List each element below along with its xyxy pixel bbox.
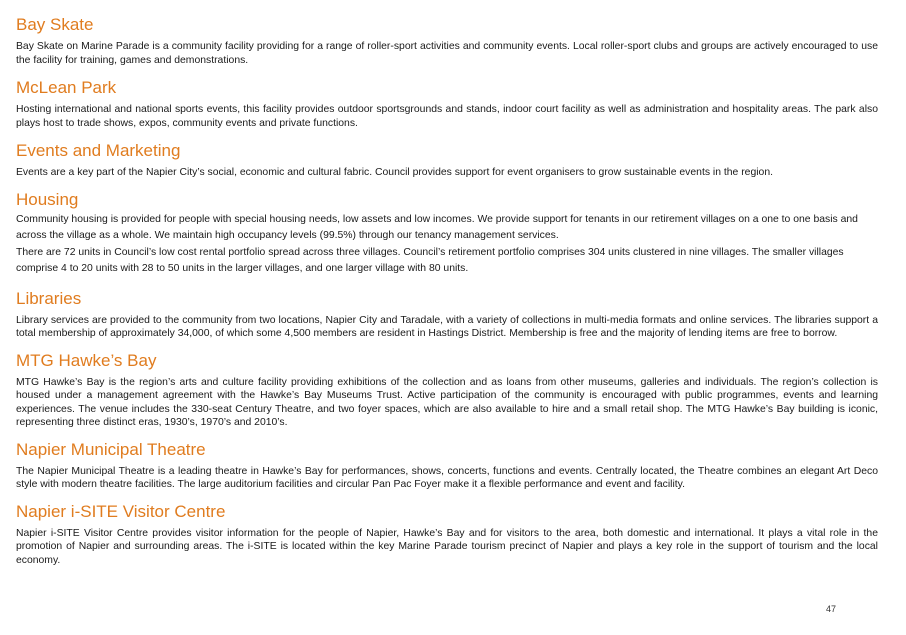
section-paragraph: Community housing is provided for people… — [16, 213, 858, 242]
section-heading: MTG Hawke’s Bay — [16, 350, 157, 370]
section-napier-municipal-theatre: Napier Municipal Theatre The Napier Muni… — [16, 439, 878, 492]
section-heading: Libraries — [16, 288, 82, 308]
section-paragraph: Napier i-SITE Visitor Centre provides vi… — [16, 527, 878, 566]
section-heading: Housing — [16, 189, 79, 209]
section-bay-skate: Bay Skate Bay Skate on Marine Parade is … — [16, 14, 878, 67]
section-paragraph: There are 72 units in Council’s low cost… — [16, 246, 844, 275]
section-paragraph: Events are a key part of the Napier City… — [16, 167, 773, 178]
section-housing: Housing Community housing is provided fo… — [16, 189, 878, 278]
section-heading: Bay Skate — [16, 15, 94, 34]
document-page: Bay Skate Bay Skate on Marine Parade is … — [16, 14, 878, 567]
section-events-and-marketing: Events and Marketing Events are a key pa… — [16, 140, 878, 180]
section-paragraph: Hosting international and national sport… — [16, 104, 878, 129]
page-number: 47 — [825, 604, 836, 614]
section-mclean-park: McLean Park Hosting international and na… — [16, 77, 878, 130]
section-heading: Napier i-SITE Visitor Centre — [16, 501, 226, 521]
section-paragraph: Bay Skate on Marine Parade is a communit… — [16, 41, 878, 66]
section-heading: Napier Municipal Theatre — [16, 439, 206, 459]
section-napier-isite-visitor-centre: Napier i-SITE Visitor Centre Napier i-SI… — [16, 501, 878, 568]
section-paragraph: Library services are provided to the com… — [16, 314, 878, 340]
section-libraries: Libraries Library services are provided … — [16, 288, 878, 341]
section-heading: Events and Marketing — [16, 141, 181, 160]
section-paragraph: MTG Hawke’s Bay is the region’s arts and… — [16, 376, 878, 429]
section-mtg-hawkes-bay: MTG Hawke’s Bay MTG Hawke’s Bay is the r… — [16, 350, 878, 430]
section-paragraph: The Napier Municipal Theatre is a leadin… — [16, 465, 878, 491]
section-heading: McLean Park — [16, 78, 117, 97]
